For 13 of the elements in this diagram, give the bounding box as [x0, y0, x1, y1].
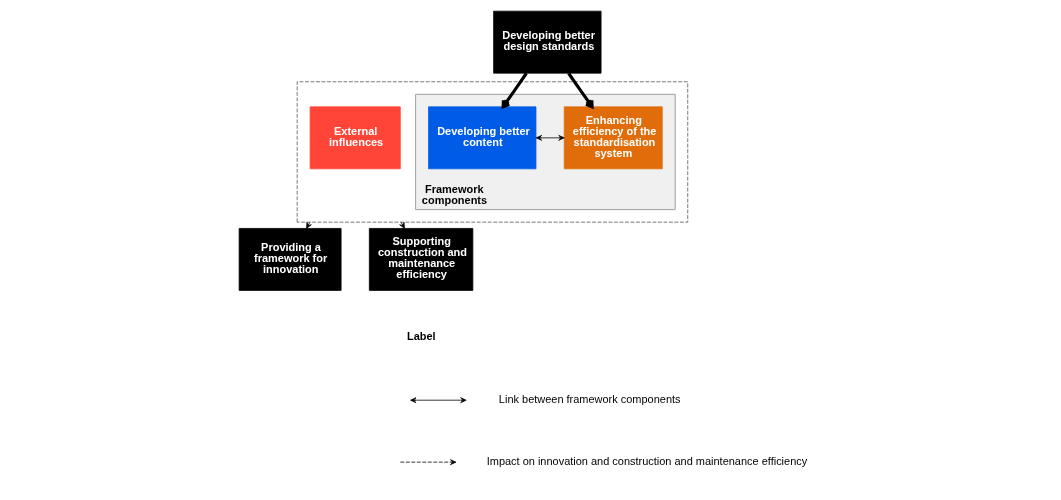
node-box: Providing a framework for innovation — [238, 228, 342, 291]
arrow — [567, 72, 594, 109]
node-box: Developing better design standards — [493, 10, 602, 74]
node-box: Developing better content — [428, 106, 537, 170]
arrow — [306, 221, 312, 229]
arrow — [535, 135, 565, 141]
label: Label — [406, 330, 436, 343]
node-box: Supporting construction and maintenance efficiency — [368, 228, 474, 291]
node-box: Enhancing efficiency of the standardisation system — [563, 106, 663, 170]
node-box: External influences — [309, 106, 401, 170]
legend-label: Link between framework components — [498, 393, 681, 406]
arrow — [399, 221, 405, 229]
legend-label: Impact on innovation and construction and maintenance efficiency — [486, 455, 808, 468]
